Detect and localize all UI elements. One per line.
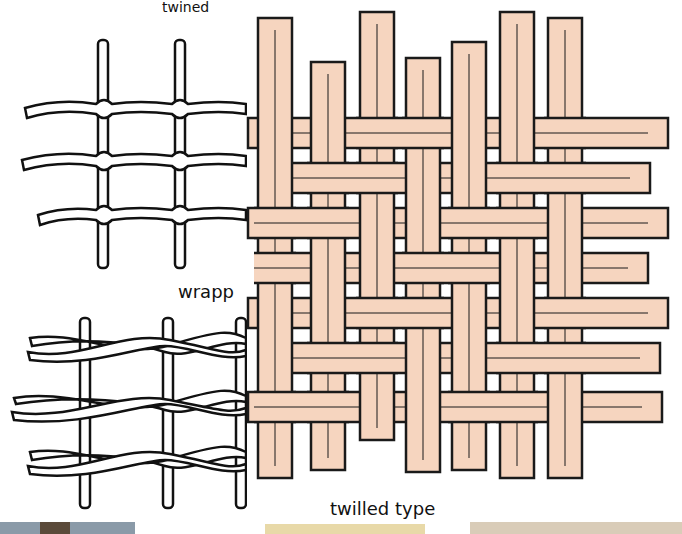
- wood-grain: [356, 358, 398, 359]
- strip-edge: [402, 298, 444, 328]
- strip-edge: [496, 208, 538, 238]
- weave-label: wrapp: [176, 282, 236, 302]
- twined-weave: [12, 318, 246, 508]
- wood-grain: [254, 223, 296, 224]
- strip-edge: [402, 118, 444, 148]
- wood-grain: [544, 178, 586, 179]
- weave-strip: [254, 208, 296, 238]
- weave-strip: [307, 343, 349, 373]
- twilled-panel: [247, 8, 682, 513]
- strip-edge: [544, 298, 586, 328]
- weave-strip: [254, 253, 296, 283]
- wood-grain: [254, 268, 296, 269]
- strip-edge: [356, 343, 398, 373]
- wood-grain: [307, 178, 349, 179]
- photo-fragment: [470, 522, 682, 534]
- wood-grain: [402, 268, 444, 269]
- weave-strip: [356, 298, 398, 328]
- wood-grain: [448, 268, 490, 269]
- photo-fragment: [265, 524, 425, 534]
- weave-strip: [548, 18, 582, 478]
- photo-fragment: [40, 522, 70, 534]
- wood-grain: [496, 358, 538, 359]
- weave-strip: [402, 118, 444, 148]
- strip-edge: [254, 392, 296, 422]
- strip-edge: [356, 298, 398, 328]
- wood-grain: [565, 30, 566, 466]
- weave-strip: [248, 392, 662, 422]
- strip-edge: [496, 392, 538, 422]
- weave-strip: [496, 392, 538, 422]
- wood-grain: [402, 133, 444, 134]
- strip-edge: [307, 208, 349, 238]
- wrapped-weave: [22, 40, 246, 268]
- strip-edge: [448, 208, 490, 238]
- weave-strip: [544, 118, 586, 148]
- weave-strip: [496, 208, 538, 238]
- strip-edge: [544, 163, 586, 193]
- weave-strip: [307, 163, 349, 193]
- wood-grain: [448, 407, 490, 408]
- wood-grain: [402, 313, 444, 314]
- weave-strip: [544, 343, 586, 373]
- weave-label: twined: [160, 0, 211, 15]
- weave-strip: [356, 343, 398, 373]
- weave-strip: [496, 163, 538, 193]
- strip-edge: [448, 253, 490, 283]
- weave-strip: [496, 343, 538, 373]
- strip-edge: [356, 118, 398, 148]
- weave-strip: [356, 118, 398, 148]
- strip-edge: [356, 163, 398, 193]
- weave-strip: [448, 392, 490, 422]
- wood-grain: [356, 178, 398, 179]
- strip-edge: [544, 118, 586, 148]
- weave-strip: [254, 392, 296, 422]
- weave-strip: [402, 253, 444, 283]
- wood-grain: [258, 407, 642, 408]
- wood-grain: [356, 313, 398, 314]
- strip-edge: [254, 253, 296, 283]
- weave-strip: [448, 208, 490, 238]
- wood-grain: [258, 223, 648, 224]
- weave-strip: [544, 298, 586, 328]
- wood-grain: [307, 407, 349, 408]
- wood-grain: [448, 223, 490, 224]
- weave-strip: [356, 163, 398, 193]
- weave-strip: [307, 392, 349, 422]
- strip-edge: [448, 392, 490, 422]
- strip-edge: [402, 253, 444, 283]
- wood-grain: [544, 358, 586, 359]
- strip-edge: [307, 343, 349, 373]
- weave-label: twilled type: [328, 499, 437, 519]
- wood-grain: [496, 407, 538, 408]
- weave-strip: [448, 253, 490, 283]
- wood-grain: [496, 223, 538, 224]
- weave-strip: [248, 208, 668, 238]
- wood-grain: [307, 358, 349, 359]
- strip-edge: [254, 208, 296, 238]
- wood-grain: [356, 133, 398, 134]
- strip-edge: [307, 392, 349, 422]
- weave-strip: [307, 208, 349, 238]
- wood-grain: [307, 223, 349, 224]
- wood-grain: [496, 178, 538, 179]
- weave-strip: [544, 163, 586, 193]
- wood-grain: [544, 313, 586, 314]
- wood-grain: [544, 133, 586, 134]
- wood-grain: [254, 407, 296, 408]
- strip-edge: [496, 163, 538, 193]
- weave-strip: [360, 12, 394, 440]
- strip-edge: [544, 343, 586, 373]
- twilled-weave: [248, 12, 668, 478]
- strip-edge: [496, 343, 538, 373]
- strip-edge: [307, 163, 349, 193]
- photo-fragment: [0, 522, 135, 534]
- weave-strip: [402, 298, 444, 328]
